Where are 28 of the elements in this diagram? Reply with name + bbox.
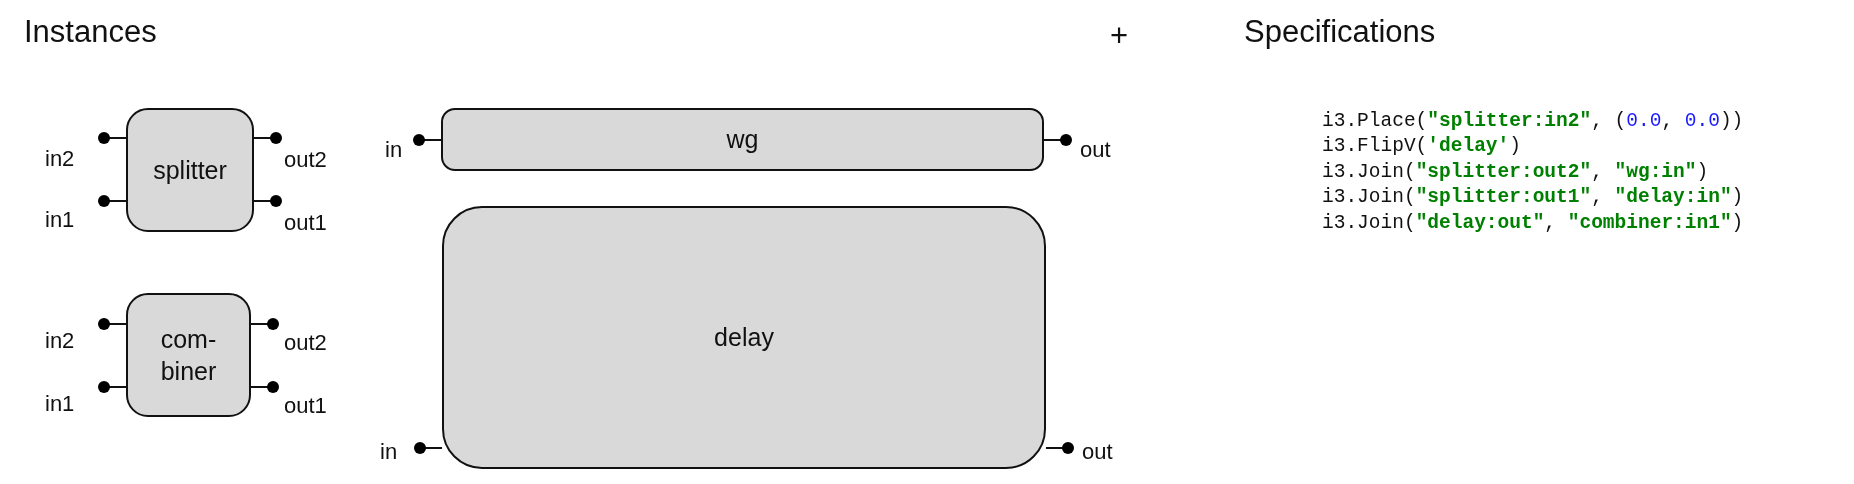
code-line: i3.FlipV('delay') — [1322, 134, 1521, 160]
code-line: i3.Join("delay:out", "combiner:in1") — [1322, 210, 1744, 236]
component-block — [442, 206, 1046, 469]
code-line: i3.Place("splitter:in2", (0.0, 0.0)) — [1322, 109, 1744, 134]
component-block — [126, 108, 254, 232]
component-name: wg — [726, 124, 759, 156]
component-name: splitter — [153, 154, 227, 186]
port-label: out2 — [284, 330, 327, 356]
component-block — [441, 108, 1044, 171]
code-line: i3.Join("splitter:out2", "wg:in") — [1322, 159, 1709, 185]
port-label: out — [1082, 439, 1113, 465]
port-label: in2 — [45, 328, 75, 354]
section-heading: Specifications — [1244, 14, 1436, 50]
port-label: out1 — [284, 393, 327, 419]
port-label: in1 — [45, 391, 75, 417]
component-name: com- biner — [159, 323, 218, 387]
component-name: delay — [714, 322, 774, 354]
code-line: i3.Join("splitter:out1", "delay:in") — [1322, 185, 1744, 211]
port-label: in2 — [45, 146, 75, 172]
port-label: in1 — [45, 207, 75, 233]
component-block — [126, 293, 251, 417]
port-label: in — [385, 137, 403, 163]
port-label: in — [380, 439, 398, 465]
plus-sign: + — [1110, 18, 1129, 54]
port-label: out2 — [284, 147, 327, 173]
port-label: out1 — [284, 210, 327, 236]
section-heading: Instances — [24, 14, 157, 50]
port-label: out — [1080, 137, 1111, 163]
